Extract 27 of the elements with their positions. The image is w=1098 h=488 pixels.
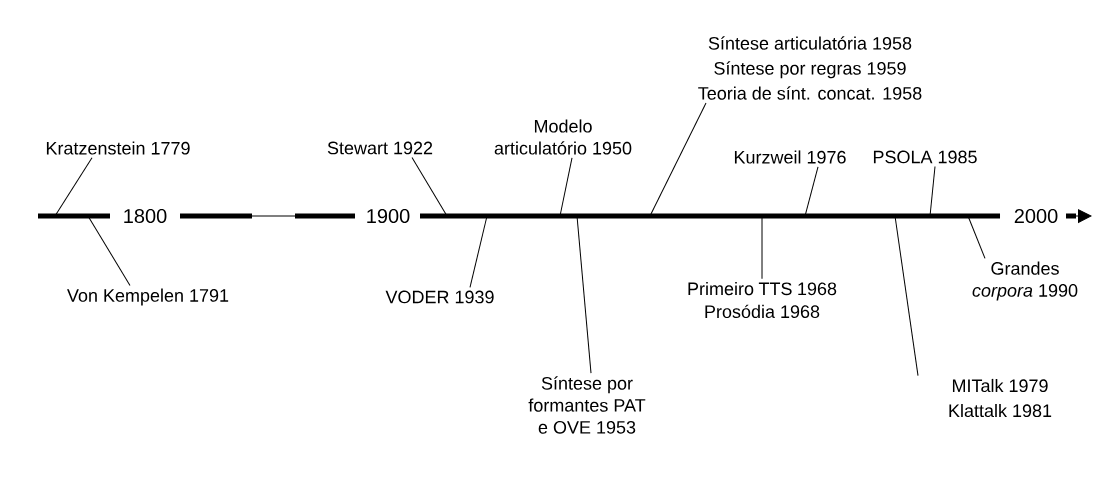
event-label: Síntese articulatória 1958 Síntese por regras 1959 Teoria de sínt. concat. 1958	[698, 36, 922, 100]
event-label: MITalk 1979 Klattalk 1981	[949, 378, 1052, 418]
year-label: 1800	[120, 206, 170, 226]
leader-line	[54, 157, 93, 217]
event-label: Kratzenstein 1779	[46, 141, 190, 155]
event-label: PSOLA 1985	[873, 150, 977, 164]
event-label: VODER 1939	[385, 290, 494, 304]
event-label: Stewart 1922	[327, 141, 433, 155]
leader-line	[576, 215, 592, 374]
leader-line	[411, 157, 448, 217]
year-label: 2000	[1011, 206, 1061, 226]
event-label: Von Kempelen 1791	[67, 288, 229, 306]
leader-line	[649, 102, 707, 217]
year-label: 1900	[363, 206, 413, 226]
leader-line	[967, 215, 986, 259]
leader-line	[87, 215, 131, 286]
event-label: Kurzweil 1976	[734, 150, 846, 164]
event-label: Modelo articulatório 1950	[494, 119, 632, 155]
leader-line	[559, 157, 573, 217]
leader-line	[804, 166, 819, 217]
leader-line	[469, 215, 488, 288]
event-label: Primeiro TTS 1968 Prosódia 1968	[688, 281, 837, 319]
leader-line	[929, 166, 936, 217]
leader-line	[894, 215, 919, 377]
leader-line	[761, 215, 763, 280]
event-label: Grandes corpora 1990	[972, 261, 1078, 301]
event-label: Síntese por formantes PAT e OVE 1953	[528, 376, 646, 434]
